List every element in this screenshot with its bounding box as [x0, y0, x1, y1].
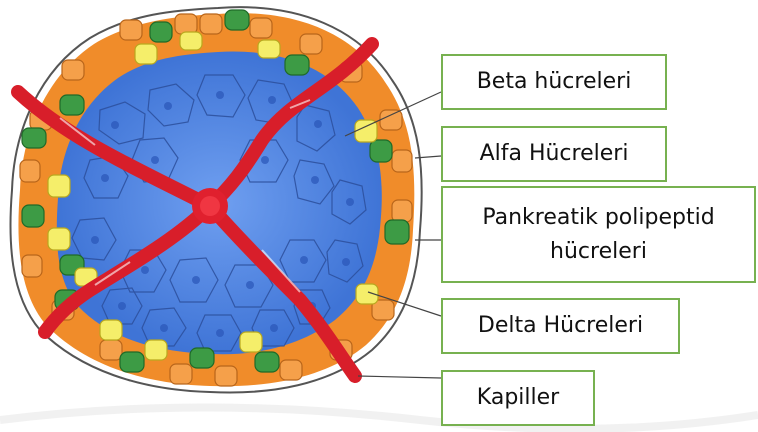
alfa-cells-label: Alfa Hücreleri [441, 126, 667, 182]
alfa-cells-label-text: Alfa Hücreleri [480, 137, 629, 171]
delta-cells-label: Delta Hücreleri [441, 298, 680, 354]
delta-cells-label-text: Delta Hücreleri [478, 309, 643, 343]
watermark [0, 408, 758, 429]
capillary-label-text: Kapiller [477, 381, 559, 415]
capillary-label: Kapiller [441, 370, 595, 426]
pp-cells-label-text: Pankreatik polipeptid hücreleri [443, 201, 754, 269]
beta-cells-label: Beta hücreleri [441, 54, 667, 110]
pp-cells-label: Pankreatik polipeptid hücreleri [441, 186, 756, 283]
beta-cells-label-text: Beta hücreleri [477, 65, 632, 99]
